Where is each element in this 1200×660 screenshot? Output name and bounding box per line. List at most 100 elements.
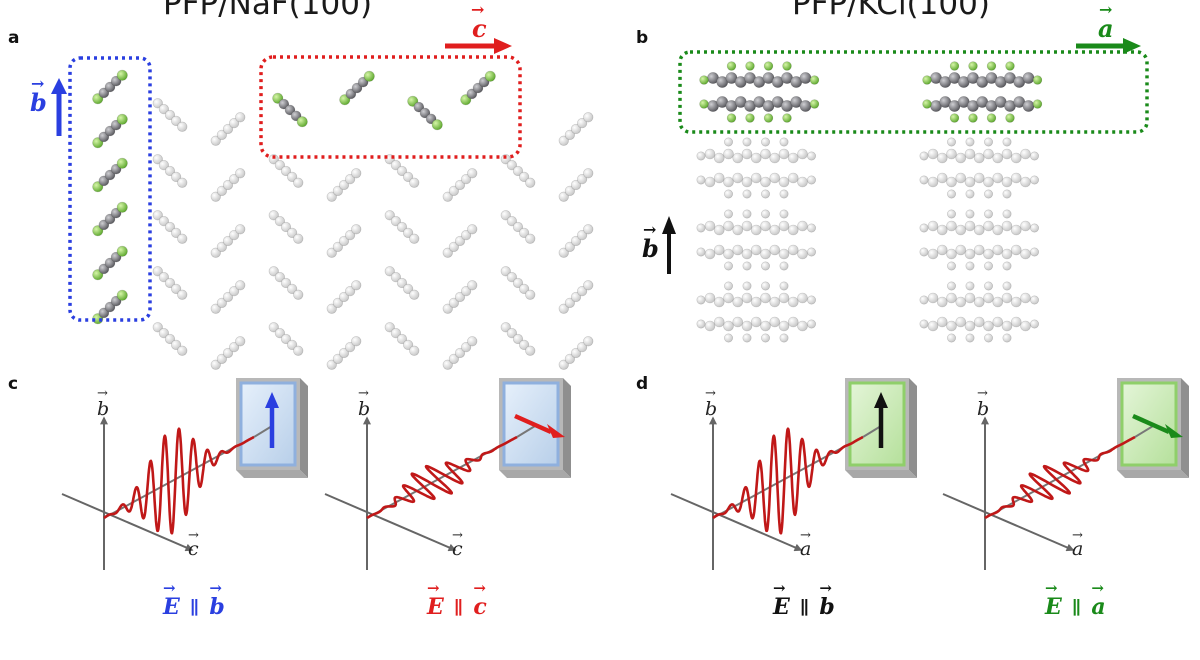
molecule-atom [177, 177, 188, 188]
outer-atom [723, 281, 733, 291]
molecule-atom [525, 177, 536, 188]
carbon-atom [936, 152, 948, 164]
molecule-atom [384, 322, 395, 333]
plate-side [300, 378, 308, 478]
outer-atom [742, 189, 752, 199]
light-wave [366, 435, 518, 520]
outer-atom [742, 209, 752, 219]
outer-atom [779, 209, 789, 219]
carbon-atom [778, 248, 790, 260]
outer-atom [1030, 175, 1040, 185]
carbon-atom [955, 224, 967, 236]
molecule-atom [409, 289, 420, 300]
unit-cell-c-box [259, 55, 522, 159]
molecule-atom [326, 247, 337, 258]
outer-atom [760, 137, 770, 147]
carbon-atom [955, 316, 967, 328]
molecule-atom [506, 160, 517, 171]
carbon-atom [964, 248, 976, 260]
molecule-atom [177, 345, 188, 356]
carbon-atom [983, 292, 994, 304]
carbon-atom [769, 316, 781, 328]
outer-atom [806, 295, 816, 305]
optics-diagram-d1 [670, 378, 917, 570]
molecule-atom [467, 224, 478, 235]
carbon-atom [973, 224, 985, 236]
outer-atom [760, 209, 770, 219]
molecule-atom [216, 241, 227, 252]
molecule-atom [293, 233, 304, 244]
molecule-atom [158, 216, 169, 227]
molecule-atom [570, 179, 582, 191]
molecule-atom [442, 191, 453, 202]
carbon-atom [732, 316, 744, 328]
molecule-atom [222, 123, 234, 135]
beam-tip [516, 425, 536, 438]
beam-tip [862, 425, 882, 438]
outer-atom [723, 333, 733, 343]
carbon-atom [741, 248, 753, 260]
molecule-atom [229, 286, 240, 297]
axis-label-a-d1: →a [800, 528, 812, 560]
title-naf: PFP/NaF(100) [163, 0, 373, 22]
molecule-atom [384, 210, 395, 221]
carbon-atom [1010, 296, 1022, 308]
polarization-arrowhead [547, 424, 565, 438]
axis-label-c-c2: →c [452, 528, 463, 560]
molecule-atom [461, 174, 472, 185]
carbon-atom [955, 244, 967, 256]
carbon-atom [1020, 176, 1031, 188]
outer-atom [1002, 137, 1012, 147]
carbon-atom [704, 220, 716, 232]
title-kcl: PFP/KCl(100) [792, 0, 990, 22]
carbon-atom [946, 148, 957, 160]
carbon-atom [1020, 292, 1031, 304]
plate-side [563, 378, 571, 478]
molecule-atom [351, 336, 362, 347]
molecule-atom [403, 339, 414, 350]
fluorine-atom [968, 113, 978, 123]
molecule-atom [519, 283, 530, 294]
molecule-atom [222, 235, 234, 247]
molecule-atom [345, 286, 356, 297]
molecule-atom [345, 230, 356, 241]
molecule-atom [338, 179, 350, 191]
carbon-atom [769, 224, 781, 236]
carbon-atom [946, 248, 957, 260]
molecule-atom [570, 123, 582, 135]
outer-atom [946, 333, 956, 343]
unit-cell-b-box [68, 56, 152, 322]
molecule-atom [454, 235, 466, 247]
molecule-atom [500, 266, 511, 277]
molecule-atom [293, 177, 304, 188]
carbon-atom [787, 244, 799, 256]
outer-atom [696, 151, 706, 161]
molecule-atom [564, 241, 575, 252]
molecule-atom [229, 174, 240, 185]
molecule-atom [525, 345, 536, 356]
fluorine-atom [116, 157, 128, 169]
molecule-atom [467, 280, 478, 291]
molecule-atom [268, 154, 279, 165]
carbon-atom [799, 72, 812, 84]
equation-e-parallel-b-blue: →E∥→b [163, 579, 225, 620]
fluorine-atom [1005, 61, 1015, 71]
outer-atom [919, 319, 929, 329]
molecule-atom [274, 272, 285, 283]
carbon-atom [723, 176, 734, 188]
molecule-atom [448, 353, 459, 364]
carbon-atom [797, 320, 808, 332]
molecule-atom [152, 98, 163, 109]
carbon-atom [713, 316, 725, 328]
fluorine-atom [116, 245, 128, 257]
molecule-atom [403, 283, 414, 294]
carbon-atom [713, 152, 725, 164]
carbon-atom [787, 224, 799, 236]
carbon-atom [750, 244, 762, 256]
equation-e-parallel-b-black: →E∥→b [773, 579, 835, 620]
carbon-atom [983, 320, 994, 332]
outer-atom [919, 175, 929, 185]
outer-atom [806, 175, 816, 185]
outer-atom [1030, 151, 1040, 161]
